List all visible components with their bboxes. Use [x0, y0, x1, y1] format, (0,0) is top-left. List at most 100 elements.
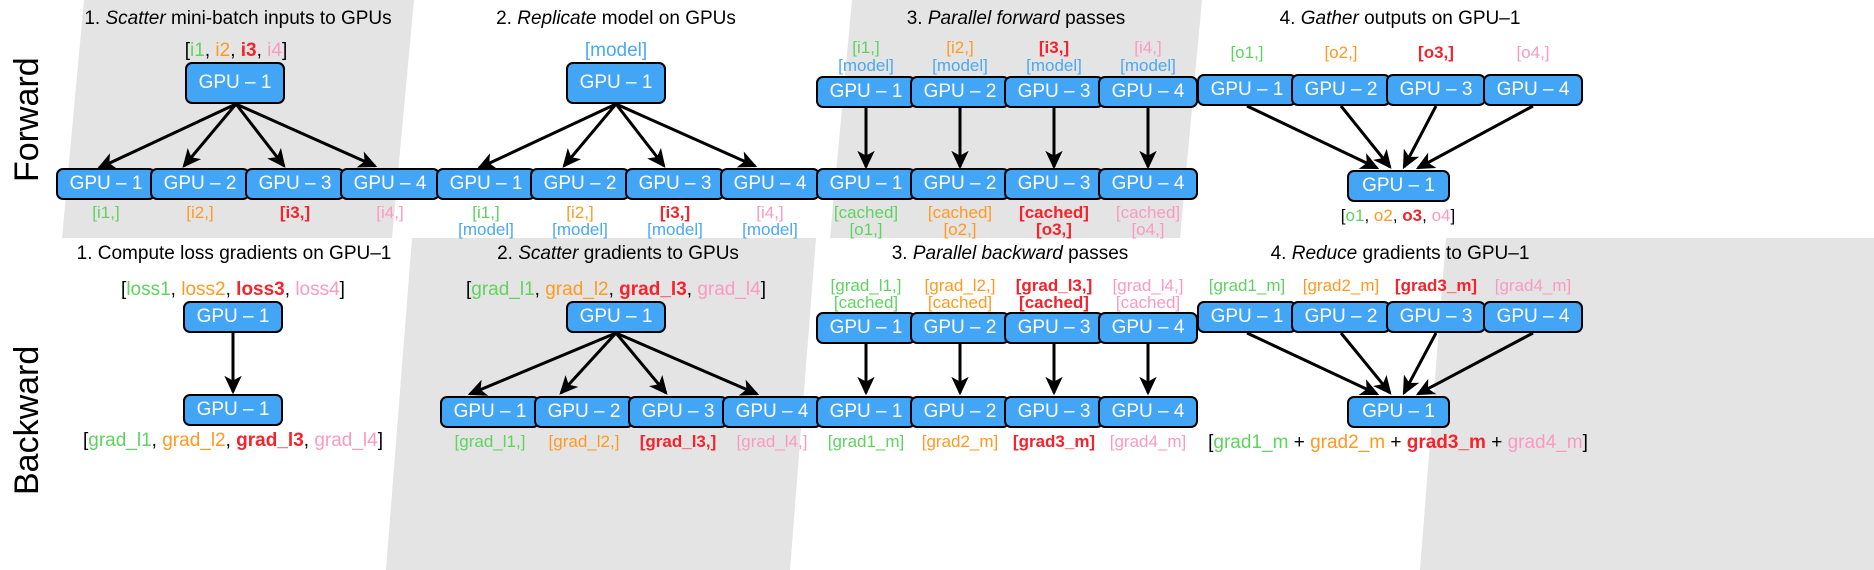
gpu-node[interactable]: GPU – 3 [628, 396, 728, 428]
gpu-node[interactable]: GPU – 1 [816, 76, 916, 108]
forward-1-top-label: [i1, i2, i3, i4] [184, 40, 288, 61]
gpu-node[interactable]: GPU – 3 [1386, 301, 1486, 333]
forward-1-bottom-label: [i3,] [279, 203, 311, 222]
gpu-node[interactable]: GPU – 3 [1004, 76, 1104, 108]
title-number: 4. [1279, 8, 1296, 29]
title-emphasis: Gather [1300, 8, 1359, 29]
backward-3-top-label-1: [grad_l2,] [924, 276, 996, 295]
gpu-node[interactable]: GPU – 3 [625, 168, 725, 200]
backward-4-top-label: [grad2_m] [1302, 276, 1380, 295]
gpu-node[interactable]: GPU – 4 [1483, 301, 1583, 333]
panel-backward-2-title: 2. Scatter gradients to GPUs [440, 243, 796, 265]
backward-3-top-label-1: [grad_l4,] [1112, 276, 1184, 295]
gpu-node[interactable]: GPU – 1 [566, 62, 666, 104]
title-number: 2. [497, 243, 513, 264]
title-rest: gradients to GPUs [583, 243, 739, 264]
backward-4-top-label: [grad4_m] [1494, 276, 1572, 295]
gpu-node[interactable]: GPU – 3 [1004, 312, 1104, 344]
gpu-node[interactable]: GPU – 2 [530, 168, 630, 200]
forward-3-top-label-1: [i2,] [946, 38, 974, 57]
gpu-node[interactable]: GPU – 1 [1347, 170, 1450, 202]
gpu-node[interactable]: GPU – 3 [245, 168, 345, 200]
row-label-forward: Forward [8, 57, 46, 183]
forward-3-top-label-1: [i1,] [852, 38, 880, 57]
title-emphasis: Replicate [517, 8, 597, 29]
forward-3-bottom-label-2: [o4,] [1131, 220, 1165, 239]
forward-3-bottom-label-1: [cached] [833, 203, 899, 222]
forward-4-top-label: [o4,] [1516, 43, 1550, 62]
forward-4-bottom-label: [o1, o2, o3, o4] [1340, 206, 1456, 225]
gpu-node[interactable]: GPU – 1 [816, 312, 916, 344]
forward-2-top-label: [model] [584, 40, 648, 61]
title-rest: Compute loss gradients on GPU–1 [97, 243, 392, 264]
panel-forward-1-title: 1. Scatter mini-batch inputs to GPUs [62, 8, 414, 30]
gpu-node[interactable]: GPU – 2 [1291, 301, 1391, 333]
gpu-node[interactable]: GPU – 1 [816, 168, 916, 200]
gpu-node[interactable]: GPU – 2 [910, 312, 1010, 344]
forward-3-top-label-2: [model] [1120, 56, 1176, 75]
forward-3-bottom-label-1: [cached] [1019, 203, 1089, 222]
forward-3-top-label-2: [model] [838, 56, 894, 75]
forward-3-bottom-label-1: [cached] [1115, 203, 1181, 222]
gpu-node[interactable]: GPU – 1 [1197, 74, 1297, 106]
title-emphasis: Parallel backward [912, 243, 1063, 264]
gpu-node[interactable]: GPU – 1 [183, 394, 283, 426]
gpu-node[interactable]: GPU – 1 [183, 301, 283, 333]
gpu-node[interactable]: GPU – 4 [1483, 74, 1583, 106]
title-rest: outputs on GPU–1 [1364, 8, 1521, 29]
forward-2-bottom-label-1: [i1,] [472, 203, 500, 222]
gpu-node[interactable]: GPU – 2 [910, 168, 1010, 200]
title-emphasis: Parallel forward [927, 8, 1060, 29]
gpu-node[interactable]: GPU – 1 [185, 62, 285, 104]
backward-1-bottom-label: [grad_l1, grad_l2, grad_l3, grad_l4] [82, 430, 384, 451]
title-number: 2. [496, 8, 512, 29]
forward-2-bottom-label-2: [model] [742, 220, 798, 239]
gpu-node[interactable]: GPU – 4 [1098, 396, 1198, 428]
forward-3-bottom-label-2: [o1,] [849, 220, 883, 239]
title-rest: mini-batch inputs to GPUs [170, 8, 392, 29]
title-number: 1. [76, 243, 93, 264]
gpu-node[interactable]: GPU – 4 [722, 396, 822, 428]
gpu-node[interactable]: GPU – 1 [1197, 301, 1297, 333]
gpu-node[interactable]: GPU – 4 [1098, 312, 1198, 344]
gpu-node[interactable]: GPU – 4 [1098, 76, 1198, 108]
title-rest: model on GPUs [601, 8, 736, 29]
forward-3-top-label-2: [model] [1026, 56, 1082, 75]
title-number: 4. [1270, 243, 1287, 264]
gpu-node[interactable]: GPU – 3 [1004, 168, 1104, 200]
forward-2-bottom-label-2: [model] [458, 220, 514, 239]
panel-forward-3-title: 3. Parallel forward passes [830, 8, 1202, 30]
gpu-node[interactable]: GPU – 1 [816, 396, 916, 428]
forward-2-bottom-label-1: [i2,] [566, 203, 594, 222]
backward-4-top-label: [grad3_m] [1394, 276, 1478, 295]
backward-3-top-label-1: [grad_l3,] [1015, 276, 1093, 295]
backward-band-4 [1420, 238, 1874, 570]
gpu-node[interactable]: GPU – 2 [150, 168, 250, 200]
gpu-node[interactable]: GPU – 2 [1291, 74, 1391, 106]
gpu-node[interactable]: GPU – 1 [56, 168, 156, 200]
panel-backward-4-title: 4. Reduce gradients to GPU–1 [1210, 243, 1590, 265]
gpu-node[interactable]: GPU – 1 [1347, 396, 1450, 428]
title-number: 1. [84, 8, 101, 29]
gpu-node[interactable]: GPU – 4 [1098, 168, 1198, 200]
gpu-node[interactable]: GPU – 2 [910, 76, 1010, 108]
gpu-node[interactable]: GPU – 3 [1004, 396, 1104, 428]
gpu-node[interactable]: GPU – 4 [340, 168, 440, 200]
gpu-node[interactable]: GPU – 2 [534, 396, 634, 428]
backward-3-top-label-2: [cached] [833, 293, 899, 312]
forward-1-bottom-label: [i4,] [376, 203, 404, 222]
forward-4-top-label: [o1,] [1230, 43, 1264, 62]
gpu-node[interactable]: GPU – 3 [1386, 74, 1486, 106]
forward-2-bottom-label-2: [model] [552, 220, 608, 239]
gpu-node[interactable]: GPU – 4 [720, 168, 820, 200]
forward-3-bottom-label-2: [o2,] [943, 220, 977, 239]
backward-3-bottom-label: [grad4_m] [1109, 432, 1187, 451]
backward-2-bottom-label: [grad_l3,] [639, 432, 717, 451]
gpu-node[interactable]: GPU – 1 [436, 168, 536, 200]
gpu-node[interactable]: GPU – 1 [440, 396, 540, 428]
backward-3-bottom-label: [grad3_m] [1012, 432, 1096, 451]
gpu-node[interactable]: GPU – 1 [566, 301, 666, 333]
title-rest: passes [1068, 243, 1129, 264]
gpu-node[interactable]: GPU – 2 [910, 396, 1010, 428]
